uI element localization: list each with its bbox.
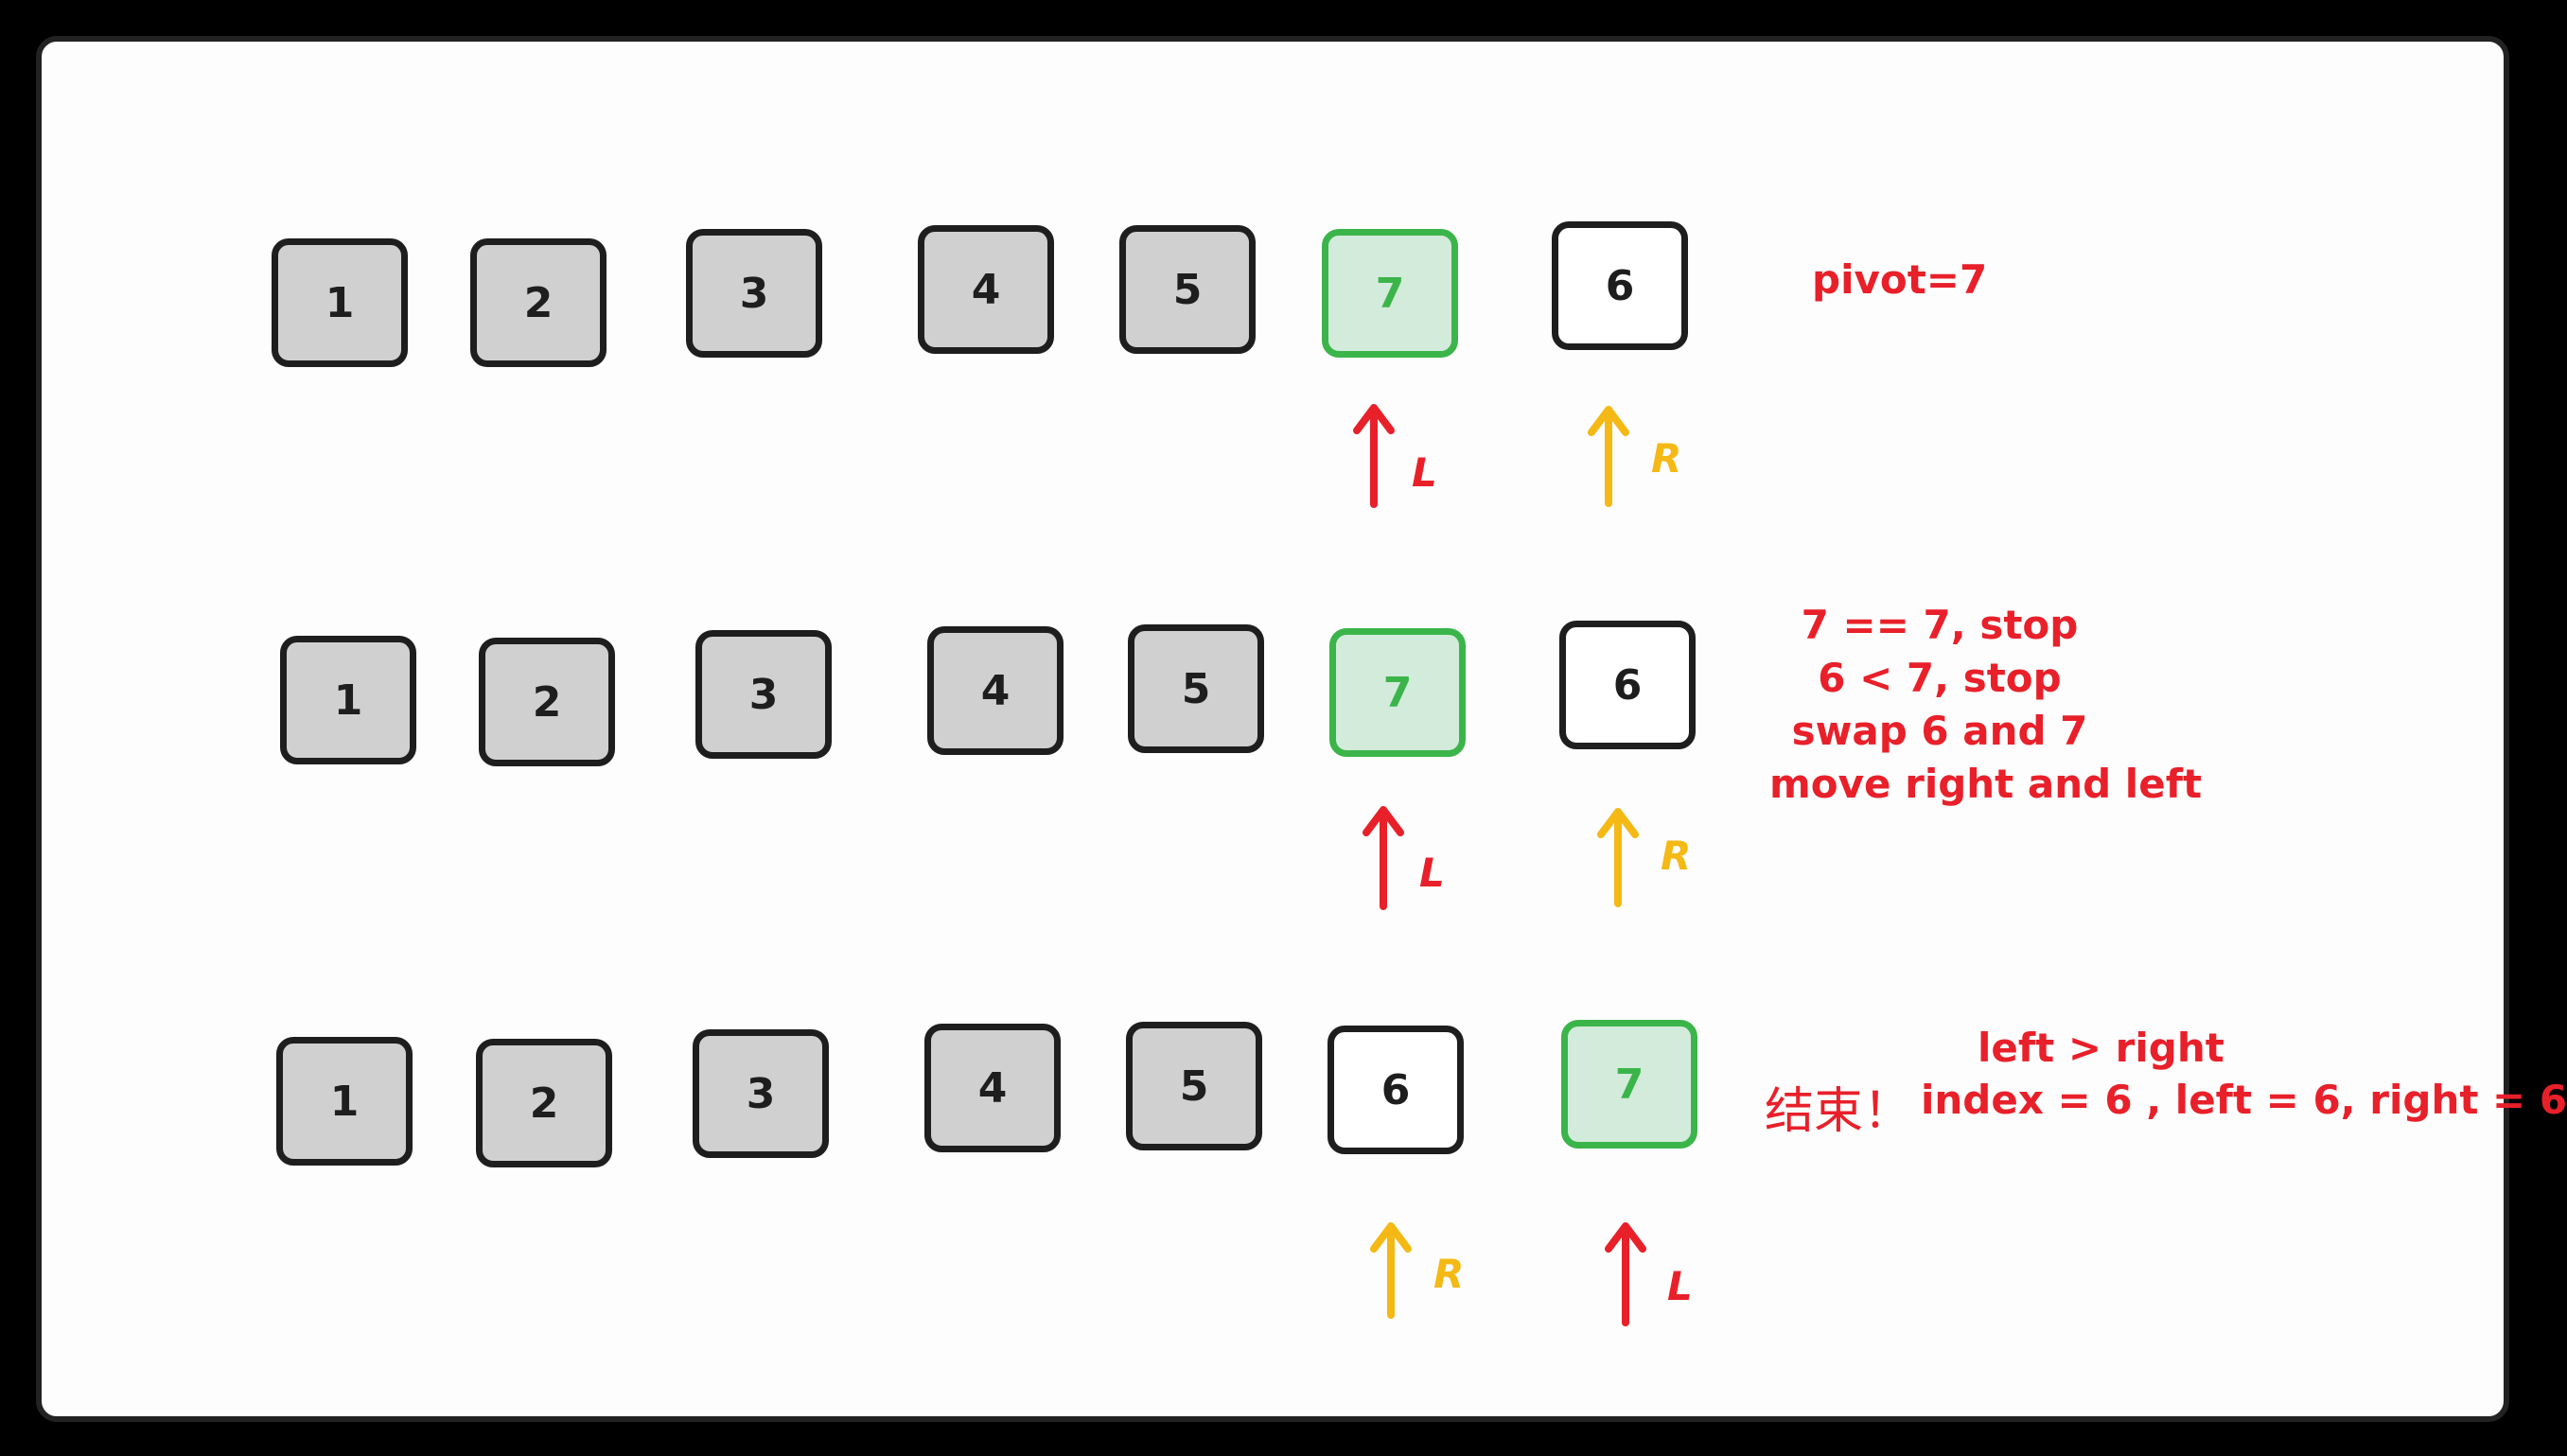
step-note: left > right — [1978, 1022, 2224, 1075]
step-note: pivot=7 — [1812, 254, 1987, 307]
left-pointer-arrow-icon — [1363, 806, 1404, 910]
note-line: 6 < 7, stop — [1818, 655, 2062, 701]
array-cell: 5 — [1128, 624, 1264, 753]
array-cell: 6 — [1552, 221, 1688, 350]
right-pointer-arrow-icon — [1370, 1222, 1412, 1319]
finish-label: 结束！ — [1765, 1083, 1913, 1140]
right-pointer-label: R — [1433, 1251, 1465, 1297]
array-cell: 5 — [1126, 1022, 1262, 1150]
array-cell: 4 — [924, 1024, 1061, 1152]
result-summary: index = 6 , left = 6, right = 6 — [1921, 1077, 2567, 1123]
left-pointer-label: L — [1667, 1263, 1693, 1309]
right-pointer-label: R — [1651, 435, 1682, 482]
left-pointer-label: L — [1412, 449, 1437, 496]
array-cell: 3 — [695, 630, 832, 759]
note-line: 7 == 7, stop — [1801, 602, 2079, 648]
array-cell: 5 — [1119, 225, 1256, 354]
array-cell: 2 — [476, 1039, 612, 1167]
note-line: left > right — [1978, 1025, 2224, 1071]
array-cell: 6 — [1327, 1026, 1464, 1154]
array-row-3: 1 2 3 4 5 6 7 — [0, 1014, 2541, 1167]
array-cell: 3 — [693, 1029, 829, 1158]
array-cell: 2 — [479, 638, 615, 766]
canvas-frame — [36, 36, 2509, 1422]
right-pointer-label: R — [1661, 833, 1692, 879]
left-pointer-arrow-icon — [1605, 1222, 1646, 1326]
array-cell: 1 — [272, 238, 408, 367]
array-row-1: 1 2 3 4 5 7 6 — [0, 218, 2541, 367]
array-row-2: 1 2 3 4 5 7 6 — [0, 617, 2541, 766]
array-cell: 2 — [470, 238, 607, 367]
array-cell: 4 — [927, 626, 1064, 755]
right-pointer-arrow-icon — [1597, 808, 1639, 907]
pivot-cell: 7 — [1561, 1020, 1697, 1149]
note-line: move right and left — [1769, 761, 2203, 807]
right-pointer-arrow-icon — [1588, 406, 1629, 507]
array-cell: 1 — [276, 1037, 413, 1166]
pivot-cell: 7 — [1322, 229, 1458, 358]
array-cell: 3 — [686, 229, 822, 358]
array-cell: 6 — [1559, 621, 1696, 749]
array-cell: 1 — [280, 636, 416, 764]
left-pointer-label: L — [1419, 850, 1445, 896]
step-note: 7 == 7, stop 6 < 7, stop swap 6 and 7 mo… — [1769, 599, 2203, 811]
array-cell: 4 — [918, 225, 1054, 354]
pivot-cell: 7 — [1329, 628, 1466, 757]
note-line: pivot=7 — [1812, 256, 1988, 303]
left-pointer-arrow-icon — [1353, 404, 1395, 508]
note-line: swap 6 and 7 — [1791, 708, 2088, 754]
